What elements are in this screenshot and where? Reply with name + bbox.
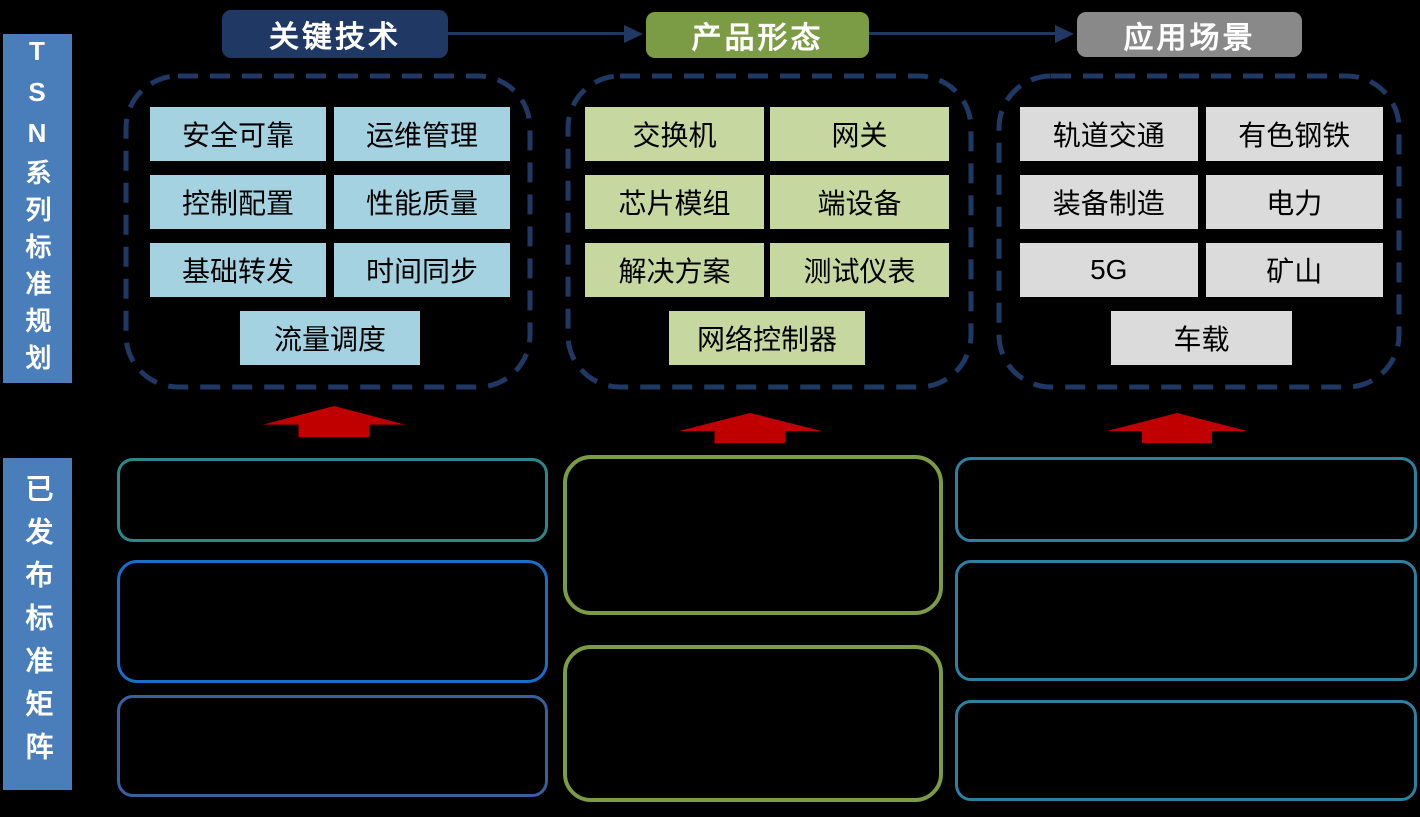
scenario-tile-electric-power: 电力 [1205, 175, 1383, 229]
key-tech-tile-om-management: 运维管理 [334, 107, 510, 161]
tile-row: 解决方案 测试仪表 [585, 243, 949, 297]
flow-arrow-line [448, 32, 626, 35]
key-tech-tile-security-reliability: 安全可靠 [150, 107, 326, 161]
header-product-form: 产品形态 [646, 12, 869, 58]
key-tech-tile-traffic-scheduling: 流量调度 [240, 311, 420, 365]
tile-row: 基础转发 时间同步 [150, 243, 510, 297]
tile-row: 车载 [1020, 311, 1383, 365]
key-tech-tile-basic-forwarding: 基础转发 [150, 243, 326, 297]
product-tile-gateway: 网关 [770, 107, 949, 161]
tile-row: 芯片模组 端设备 [585, 175, 949, 229]
scenario-tile-vehicle: 车载 [1110, 311, 1293, 365]
product-tile-solution: 解决方案 [585, 243, 764, 297]
scenario-tile-mining: 矿山 [1205, 243, 1383, 297]
tile-row: 控制配置 性能质量 [150, 175, 510, 229]
tile-row: 安全可靠 运维管理 [150, 107, 510, 161]
product-tile-network-controller: 网络控制器 [668, 311, 866, 365]
published-box-keytech-1 [117, 458, 548, 542]
published-box-scenario-2 [955, 560, 1417, 681]
product-tile-test-instrument: 测试仪表 [770, 243, 949, 297]
product-tiles: 交换机 网关 芯片模组 端设备 解决方案 测试仪表 网络控制器 [585, 107, 949, 379]
header-key-technology: 关键技术 [222, 10, 448, 58]
tile-row: 交换机 网关 [585, 107, 949, 161]
key-tech-tiles: 安全可靠 运维管理 控制配置 性能质量 基础转发 时间同步 流量调度 [150, 107, 510, 379]
product-tile-chip-module: 芯片模组 [585, 175, 764, 229]
sidebar-published-standards-matrix: 已发布标准矩阵 [3, 458, 72, 790]
up-arrow-icon [679, 413, 821, 443]
published-box-keytech-3 [117, 695, 548, 797]
tile-row: 装备制造 电力 [1020, 175, 1383, 229]
scenario-tile-5g: 5G [1020, 243, 1198, 297]
published-box-product-1 [563, 455, 943, 615]
published-box-scenario-3 [955, 700, 1417, 801]
arrow-head-icon [1055, 25, 1074, 43]
up-arrow-icon [1107, 413, 1247, 443]
scenario-tile-nonferrous-steel: 有色钢铁 [1205, 107, 1383, 161]
key-tech-tile-time-sync: 时间同步 [334, 243, 510, 297]
published-box-keytech-2 [117, 560, 548, 683]
scenario-tile-equipment-manufacturing: 装备制造 [1020, 175, 1198, 229]
up-arrow-icon [263, 406, 405, 437]
scenario-tiles: 轨道交通 有色钢铁 装备制造 电力 5G 矿山 车载 [1020, 107, 1383, 379]
tile-row: 网络控制器 [585, 311, 949, 365]
flow-arrow-line [869, 32, 1057, 35]
header-application-scenario: 应用场景 [1077, 12, 1302, 57]
product-tile-end-device: 端设备 [770, 175, 949, 229]
product-tile-switch: 交换机 [585, 107, 764, 161]
tile-row: 轨道交通 有色钢铁 [1020, 107, 1383, 161]
scenario-tile-rail-transit: 轨道交通 [1020, 107, 1198, 161]
sidebar-tsn-series-standards-plan: TSN系列标准规划 [3, 34, 72, 383]
arrow-head-icon [624, 25, 643, 43]
key-tech-tile-performance-quality: 性能质量 [334, 175, 510, 229]
published-box-scenario-1 [955, 457, 1417, 542]
published-box-product-2 [563, 645, 943, 802]
key-tech-tile-control-config: 控制配置 [150, 175, 326, 229]
tile-row: 流量调度 [150, 311, 510, 365]
tile-row: 5G 矿山 [1020, 243, 1383, 297]
